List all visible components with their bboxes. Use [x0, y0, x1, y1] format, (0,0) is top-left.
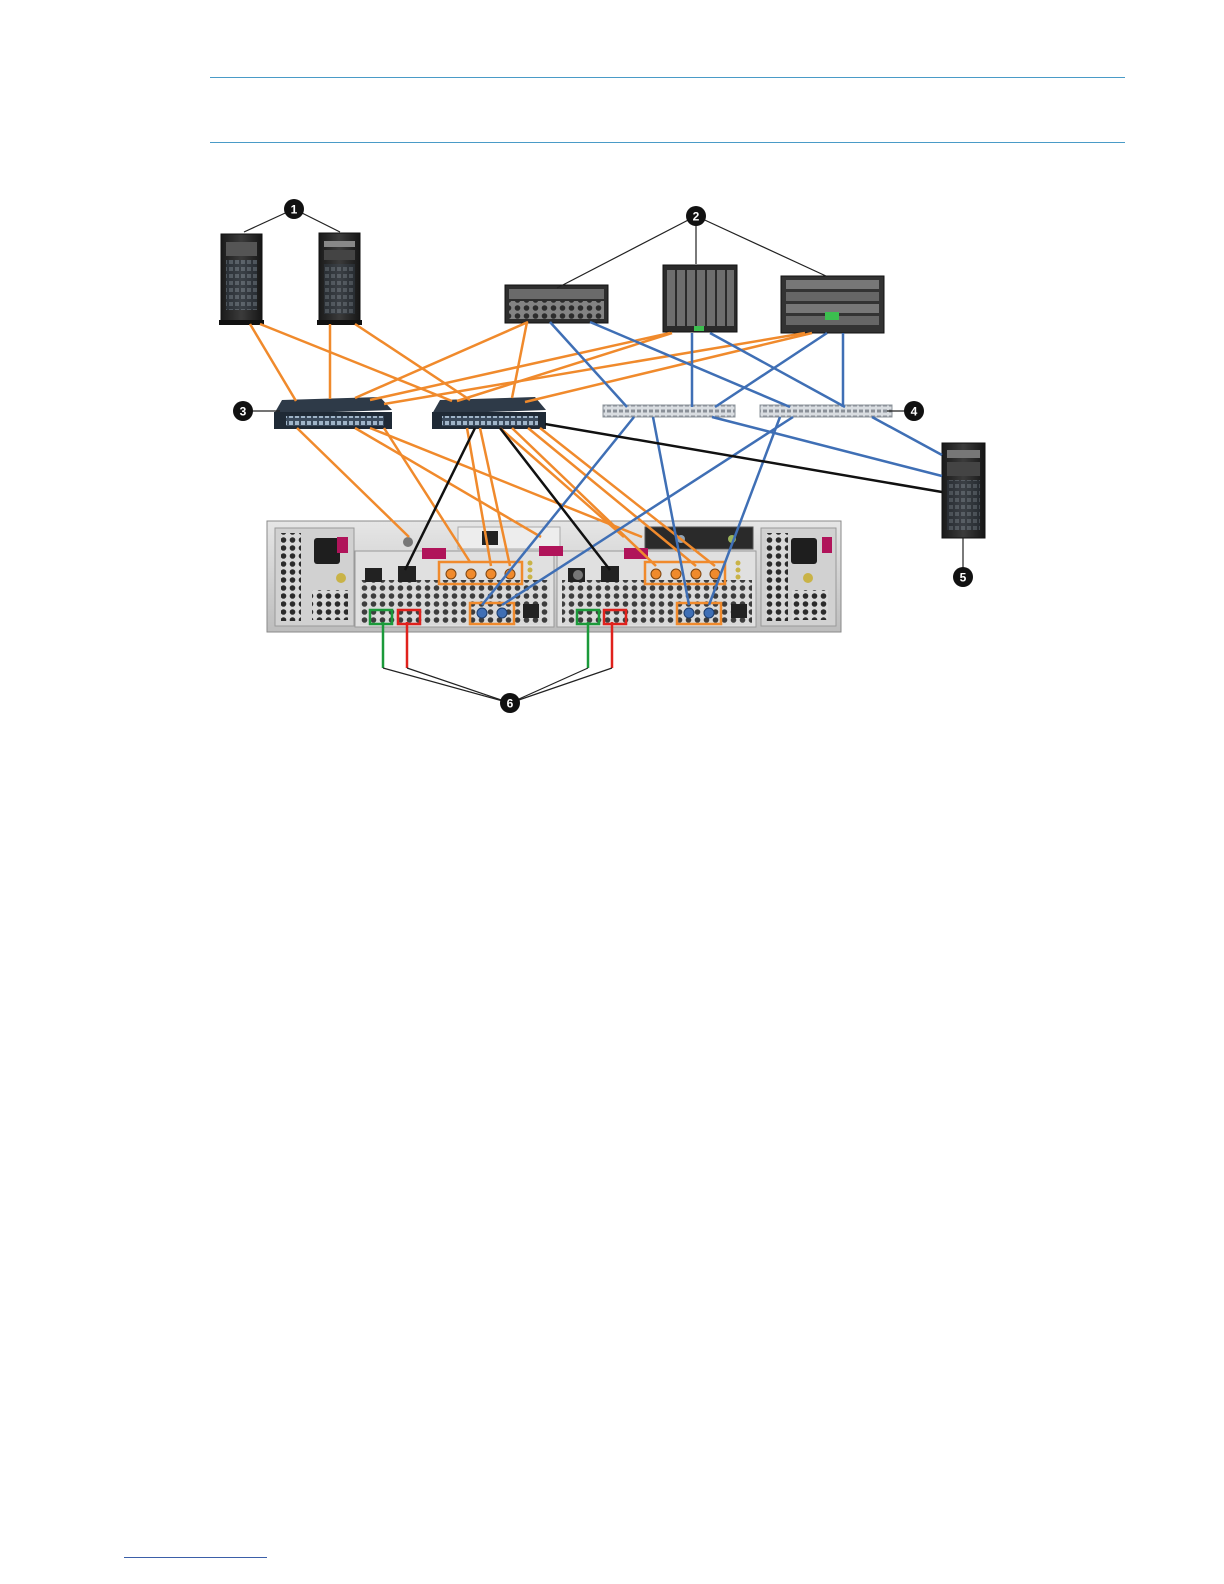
svg-text:3: 3 [240, 405, 247, 419]
svg-text:1: 1 [291, 203, 298, 217]
tower-server-left [219, 234, 264, 325]
callout-1: 1 [284, 199, 304, 219]
svg-text:5: 5 [960, 571, 967, 585]
callout-3: 3 [233, 401, 253, 421]
power-supply-right [761, 528, 836, 626]
callout-5: 5 [953, 567, 973, 587]
server-chassis [781, 276, 884, 333]
storage-array [267, 521, 841, 632]
blade-enclosure [663, 265, 737, 332]
controller-a [355, 537, 554, 627]
svg-text:2: 2 [693, 210, 700, 224]
management-server [942, 443, 985, 538]
tower-server-right [317, 233, 362, 325]
ethernet-switch-left [274, 397, 392, 429]
footer-rule [124, 1557, 267, 1558]
svg-text:6: 6 [507, 697, 514, 711]
fc-switch-right [760, 405, 892, 417]
callout-6: 6 [500, 693, 520, 713]
callout-4: 4 [904, 401, 924, 421]
svg-text:4: 4 [911, 405, 918, 419]
callout-2: 2 [686, 206, 706, 226]
power-supply-left [275, 528, 354, 626]
rack-server [505, 285, 608, 323]
